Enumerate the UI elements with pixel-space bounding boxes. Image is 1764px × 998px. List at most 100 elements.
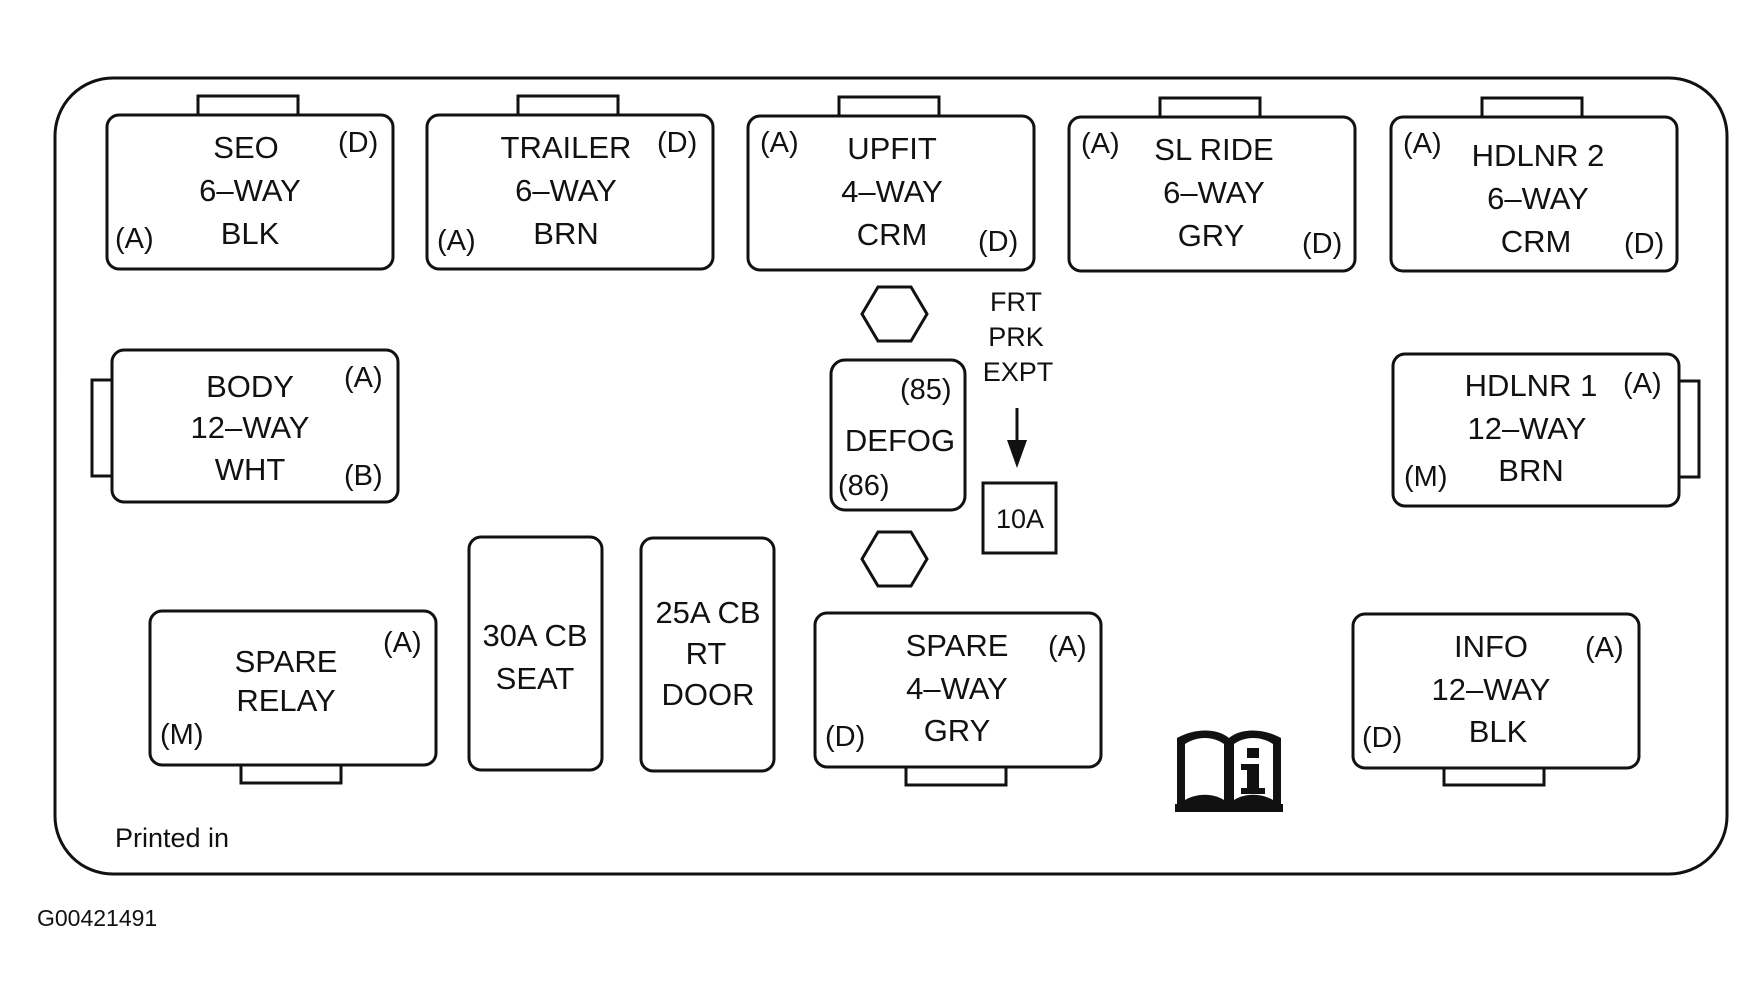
connector-color: GRY bbox=[1178, 218, 1245, 253]
breaker-body bbox=[639, 536, 776, 773]
connector-seo: SEO 6–WAY BLK (D) (A) bbox=[105, 94, 395, 271]
pin-label: (A) bbox=[1048, 631, 1087, 663]
pin-label: (A) bbox=[1623, 368, 1662, 400]
pin-label: (A) bbox=[115, 223, 154, 255]
pin-label: (D) bbox=[657, 127, 697, 159]
connector-body bbox=[1067, 115, 1357, 273]
fuse-rating: 10A bbox=[996, 504, 1044, 534]
pin-label: (A) bbox=[437, 225, 476, 257]
connector-ways: 6–WAY bbox=[515, 173, 617, 208]
relay-spare: SPARE RELAY (A) (M) bbox=[148, 609, 438, 785]
pin-label: (D) bbox=[1624, 228, 1664, 260]
pin-label: (A) bbox=[344, 362, 383, 394]
fuse-label-line: FRT bbox=[990, 287, 1042, 317]
breaker-body bbox=[467, 535, 604, 772]
pin-label: (M) bbox=[1404, 461, 1447, 493]
connector-body bbox=[1351, 612, 1641, 770]
connector-body bbox=[746, 114, 1036, 272]
connector-color: BLK bbox=[221, 216, 280, 251]
connector-ways: 4–WAY bbox=[841, 174, 943, 209]
connector-name: SPARE bbox=[906, 628, 1009, 663]
pin-label: (A) bbox=[760, 127, 799, 159]
connector-body bbox=[1389, 115, 1679, 273]
breaker-name: RT bbox=[686, 636, 727, 671]
owner-manual-info-icon bbox=[1175, 730, 1283, 812]
breaker-seat: 30A CB SEAT bbox=[467, 535, 604, 772]
connector-body-12way: BODY 12–WAY WHT (A) (B) bbox=[90, 348, 400, 504]
connector-ways: 12–WAY bbox=[1432, 672, 1551, 707]
connector-name: UPFIT bbox=[847, 131, 937, 166]
connector-tab bbox=[837, 95, 941, 119]
pin-label: (A) bbox=[1081, 128, 1120, 160]
pin-label: (D) bbox=[1302, 228, 1342, 260]
connector-info: INFO 12–WAY BLK (A) (D) bbox=[1351, 612, 1641, 787]
connector-color: WHT bbox=[215, 452, 286, 487]
connector-body bbox=[425, 113, 715, 271]
panel-outline bbox=[53, 76, 1729, 876]
connector-hdlnr2: (A) HDLNR 2 6–WAY CRM (D) bbox=[1389, 96, 1679, 273]
breaker-name: DOOR bbox=[662, 677, 755, 712]
connector-body bbox=[110, 348, 400, 504]
connector-body bbox=[1391, 352, 1681, 508]
connector-trailer: TRAILER 6–WAY BRN (D) (A) bbox=[425, 94, 715, 271]
connector-ways: 6–WAY bbox=[199, 173, 301, 208]
connector-color: BRN bbox=[533, 216, 598, 251]
breaker-name: SEAT bbox=[496, 661, 575, 696]
connector-ways: 6–WAY bbox=[1163, 175, 1265, 210]
hexagon-stud-icon bbox=[860, 285, 929, 343]
connector-color: GRY bbox=[924, 713, 991, 748]
breaker-rating: 25A CB bbox=[655, 595, 760, 630]
connector-name: HDLNR 1 bbox=[1465, 368, 1598, 403]
pin-label: (D) bbox=[338, 127, 378, 159]
connector-hdlnr1: HDLNR 1 12–WAY BRN (A) (M) bbox=[1391, 352, 1701, 508]
connector-spare-4way: SPARE 4–WAY GRY (A) (D) bbox=[813, 611, 1103, 787]
connector-tab bbox=[516, 94, 620, 118]
breaker-rating: 30A CB bbox=[482, 618, 587, 653]
relay-body bbox=[829, 358, 967, 512]
relay-name: SPARE bbox=[235, 644, 338, 679]
connector-color: CRM bbox=[857, 217, 928, 252]
connector-tab bbox=[1158, 96, 1262, 120]
printed-in-label: Printed in bbox=[115, 823, 229, 853]
connector-name: BODY bbox=[206, 369, 294, 404]
connector-name: SL RIDE bbox=[1154, 132, 1273, 167]
connector-ways: 12–WAY bbox=[1468, 411, 1587, 446]
connector-ways: 4–WAY bbox=[906, 671, 1008, 706]
pin-label: (B) bbox=[344, 460, 383, 492]
pin-85: (85) bbox=[900, 374, 952, 406]
fuse-label-line: EXPT bbox=[983, 357, 1054, 387]
connector-body bbox=[813, 611, 1103, 769]
relay-name: DEFOG bbox=[845, 423, 955, 458]
down-arrow-icon bbox=[1007, 408, 1027, 468]
fuse-label-line: PRK bbox=[988, 322, 1044, 352]
pin-label: (A) bbox=[1585, 632, 1624, 664]
relay-subname: RELAY bbox=[236, 683, 335, 718]
pin-label: (M) bbox=[160, 719, 203, 751]
connector-color: CRM bbox=[1501, 224, 1572, 259]
hexagon-stud-icon bbox=[860, 530, 929, 588]
connector-color: BLK bbox=[1469, 714, 1528, 749]
connector-name: HDLNR 2 bbox=[1472, 138, 1605, 173]
pin-label: (A) bbox=[383, 627, 422, 659]
connector-upfit: (A) UPFIT 4–WAY CRM (D) bbox=[746, 95, 1036, 272]
connector-name: SEO bbox=[213, 130, 278, 165]
connector-ways: 12–WAY bbox=[191, 410, 310, 445]
fuse-frt-prk-expt: FRT PRK EXPT 10A bbox=[981, 287, 1058, 555]
pin-label: (A) bbox=[1403, 128, 1442, 160]
pin-label: (D) bbox=[978, 226, 1018, 258]
connector-tab bbox=[196, 94, 300, 118]
relay-defog: (85) DEFOG (86) bbox=[829, 358, 967, 512]
fuse-box bbox=[981, 481, 1058, 555]
connector-ways: 6–WAY bbox=[1487, 181, 1589, 216]
connector-sl-ride: (A) SL RIDE 6–WAY GRY (D) bbox=[1067, 96, 1357, 273]
connector-color: BRN bbox=[1498, 453, 1563, 488]
pin-label: (D) bbox=[1362, 722, 1402, 754]
pin-86: (86) bbox=[838, 470, 890, 502]
connector-body bbox=[105, 113, 395, 271]
connector-name: TRAILER bbox=[501, 130, 632, 165]
breaker-rt-door: 25A CB RT DOOR bbox=[639, 536, 776, 773]
connector-body bbox=[148, 609, 438, 767]
figure-id: G00421491 bbox=[37, 905, 157, 931]
connector-name: INFO bbox=[1454, 629, 1528, 664]
